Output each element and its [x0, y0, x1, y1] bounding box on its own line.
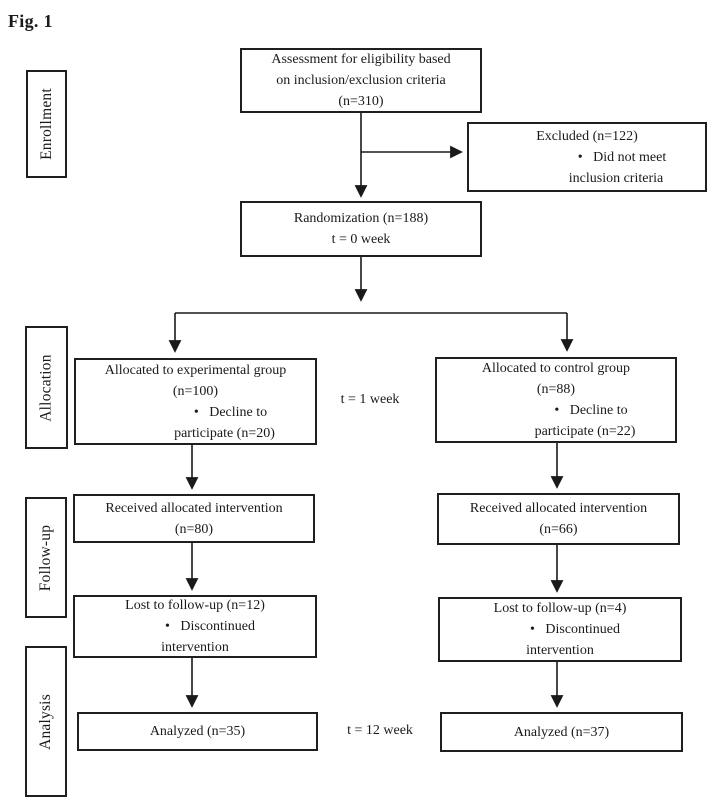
node-received-control-line-1: Received allocated intervention	[469, 501, 648, 516]
node-allocated-control: Allocated to control group (n=88) • Decl…	[435, 357, 677, 443]
stage-label-analysis-text: Analysis	[37, 693, 55, 750]
time-label-week-12: t = 12 week	[347, 723, 413, 738]
figure-label: Fig. 1	[8, 11, 53, 31]
node-randomization-line-1: Randomization (n=188)	[293, 211, 429, 226]
node-assessment: Assessment for eligibility based on incl…	[240, 48, 482, 113]
node-lost-control-line-1: Lost to follow-up (n=4)	[493, 601, 627, 616]
node-allocated-control-line-3: • Decline to	[554, 403, 628, 418]
node-analyzed-control: Analyzed (n=37)	[440, 712, 683, 752]
node-excluded-line-2: • Did not meet	[577, 149, 667, 165]
node-excluded-line-1: Excluded (n=122)	[536, 128, 638, 144]
node-allocated-experimental-line-3: • Decline to	[193, 404, 268, 420]
node-received-experimental-line-1: Received allocated intervention	[105, 500, 283, 516]
node-assessment-line-2: on inclusion/exclusion criteria	[276, 73, 446, 88]
node-assessment-line-3: (n=310)	[338, 94, 384, 109]
node-analyzed-experimental: Analyzed (n=35)	[77, 712, 318, 751]
node-analyzed-control-line-1: Analyzed (n=37)	[513, 724, 610, 740]
node-allocated-experimental-line-4: participate (n=20)	[174, 425, 275, 441]
node-received-experimental: Received allocated intervention (n=80)	[73, 494, 315, 543]
node-allocated-control-line-4: participate (n=22)	[534, 424, 636, 439]
node-lost-experimental-line-3: intervention	[161, 640, 229, 655]
stage-label-follow-up: Follow-up	[25, 497, 67, 618]
node-allocated-control-line-1: Allocated to control group	[481, 361, 631, 376]
time-label-week-1: t = 1 week	[340, 392, 400, 407]
node-randomization: Randomization (n=188) t = 0 week	[240, 201, 482, 257]
node-lost-experimental-line-1: Lost to follow-up (n=12)	[125, 598, 265, 613]
stage-label-allocation-text: Allocation	[37, 353, 55, 422]
node-allocated-experimental: Allocated to experimental group (n=100) …	[74, 358, 317, 445]
node-allocated-experimental-line-2: (n=100)	[172, 383, 219, 399]
stage-label-enrollment: Enrollment	[26, 70, 67, 178]
node-received-control-line-2: (n=66)	[539, 522, 578, 537]
node-analyzed-experimental-line-1: Analyzed (n=35)	[149, 724, 246, 739]
stage-label-analysis: Analysis	[25, 646, 67, 797]
node-allocated-control-line-2: (n=88)	[536, 382, 576, 397]
node-lost-experimental-line-2: • Discontinued	[164, 619, 256, 634]
node-excluded: Excluded (n=122) • Did not meet inclusio…	[467, 122, 707, 192]
node-lost-experimental: Lost to follow-up (n=12) • Discontinued …	[73, 595, 317, 658]
stage-label-follow-up-text: Follow-up	[37, 524, 55, 591]
stage-label-allocation: Allocation	[25, 326, 68, 449]
node-assessment-line-1: Assessment for eligibility based	[271, 52, 451, 67]
node-allocated-experimental-line-1: Allocated to experimental group	[104, 362, 287, 378]
node-received-experimental-line-2: (n=80)	[174, 521, 214, 537]
node-lost-control-line-3: intervention	[526, 643, 594, 658]
node-lost-control: Lost to follow-up (n=4) • Discontinued i…	[438, 597, 682, 662]
node-received-control: Received allocated intervention (n=66)	[437, 493, 680, 545]
stage-label-enrollment-text: Enrollment	[37, 88, 55, 160]
node-randomization-line-2: t = 0 week	[331, 232, 391, 247]
node-excluded-line-3: inclusion criteria	[568, 170, 664, 186]
node-lost-control-line-2: • Discontinued	[529, 622, 621, 637]
